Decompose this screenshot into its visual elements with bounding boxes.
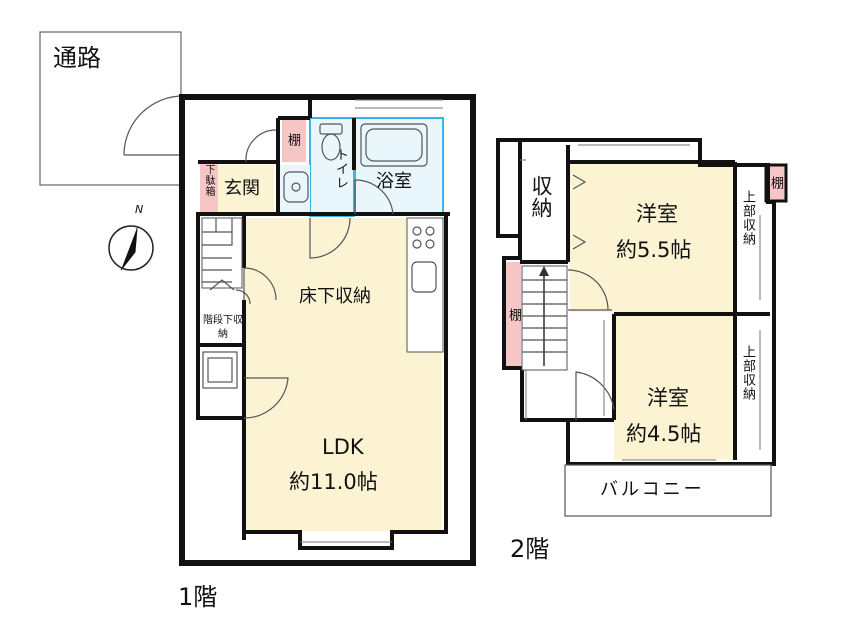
shoebox-label: 下駄箱 (203, 164, 214, 197)
door-swing-icon (309, 217, 351, 259)
underfloor-storage-label: 床下収納 (299, 286, 371, 307)
shelf-2f-stair-label: 棚 (506, 308, 521, 322)
storage-2f-label: 収納 (529, 175, 553, 219)
ldk-room-fill-upper (245, 218, 305, 266)
door-swing-icon (243, 267, 277, 301)
kitchen-counter (406, 217, 444, 353)
western-room-1-name: 洋室 (636, 202, 678, 226)
shelf-2f-top-fill (767, 166, 786, 200)
door-swing-icon (354, 179, 394, 215)
north-label: N (135, 203, 144, 216)
bathtub-icon (360, 123, 428, 167)
upper-storage-2-label: 上部収納 (740, 345, 755, 401)
shoebox-fill (200, 162, 218, 212)
upper-storage-1-label: 上部収納 (740, 190, 755, 246)
stairs-2f (521, 265, 568, 371)
stair-arrow-icon (539, 266, 549, 276)
road-label: 通路 (53, 44, 101, 72)
stair-storage-label: 階段下収納 (203, 315, 243, 340)
sink-icon (283, 171, 309, 203)
floor-1-plan (179, 94, 476, 566)
toilet-icon (319, 123, 343, 161)
balcony-outline (564, 464, 772, 517)
door-swing-icon (243, 377, 289, 419)
shelf-2f-stair-fill (504, 262, 521, 368)
ldk-name-label: LDK (322, 435, 364, 459)
western-room-2-name: 洋室 (647, 386, 689, 410)
stairs-1f (201, 217, 243, 291)
shelf-2f-top-label: 棚 (768, 176, 783, 190)
western-room-1-fill (570, 162, 735, 312)
shelf-1f-label: 棚 (285, 133, 300, 147)
shelf-1f-fill (282, 118, 306, 162)
washer-icon (202, 351, 238, 389)
door-swing-icon (245, 129, 277, 163)
bath-label: 浴室 (376, 171, 412, 192)
toilet-label: トイレ (333, 148, 348, 190)
floor-1-label: 1階 (178, 583, 218, 611)
genkan-label: 玄関 (224, 178, 260, 199)
stove-icon (412, 226, 435, 249)
floor-2-plan (496, 138, 788, 517)
genkan-fill (218, 165, 274, 213)
balcony-label: バルコニー (600, 479, 705, 500)
sink-icon (411, 261, 437, 293)
western-room-2-size: 約4.5帖 (626, 422, 702, 446)
floor-2-label: 2階 (510, 535, 550, 563)
compass-icon (108, 225, 154, 271)
western-room-2-fill (614, 315, 735, 460)
stair-arrow-icon (209, 279, 235, 291)
ldk-size-label: 約11.0帖 (289, 470, 378, 494)
western-room-1-size: 約5.5帖 (616, 238, 692, 262)
